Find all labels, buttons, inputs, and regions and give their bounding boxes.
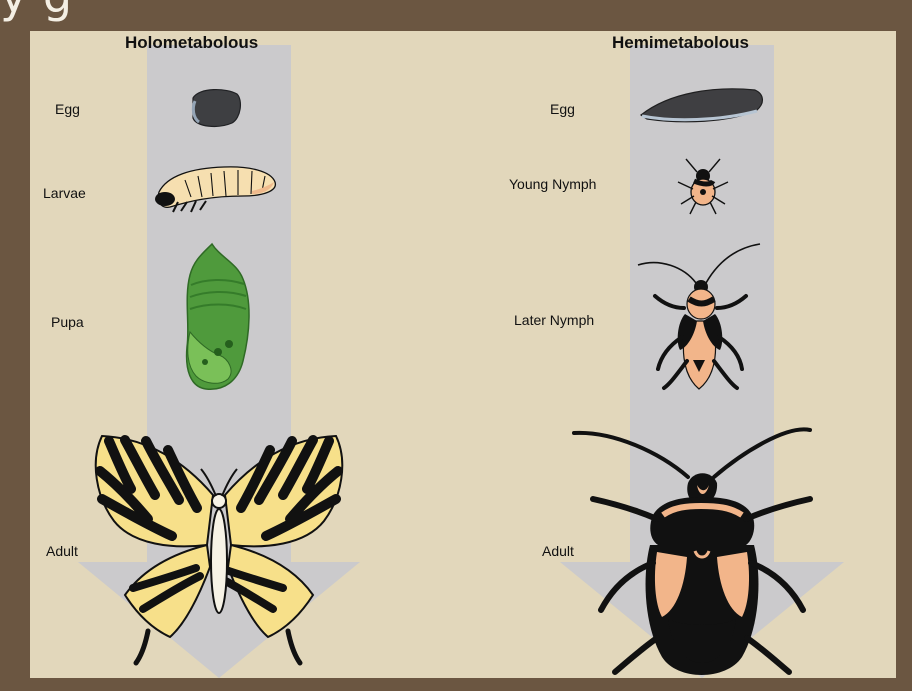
holometabolous-title: Holometabolous (125, 33, 258, 53)
holometabolous-adult-label: Adult (46, 543, 78, 559)
cropped-header-text: y g (0, 0, 912, 16)
holometabolous-pupa-label: Pupa (51, 314, 84, 330)
hemimetabolous-egg-label: Egg (550, 101, 575, 117)
metamorphosis-diagram (30, 31, 896, 678)
hemimetabolous-adult-label: Adult (542, 543, 574, 559)
later-nymph-label: Later Nymph (514, 312, 594, 328)
holometabolous-egg-label: Egg (55, 101, 80, 117)
holometabolous-egg-icon (193, 90, 240, 127)
hemimetabolous-title: Hemimetabolous (612, 33, 749, 53)
diagram-panel: Holometabolous Hemimetabolous Egg Larvae… (30, 31, 896, 678)
young-nymph-label: Young Nymph (509, 176, 596, 192)
holometabolous-larvae-label: Larvae (43, 185, 86, 201)
